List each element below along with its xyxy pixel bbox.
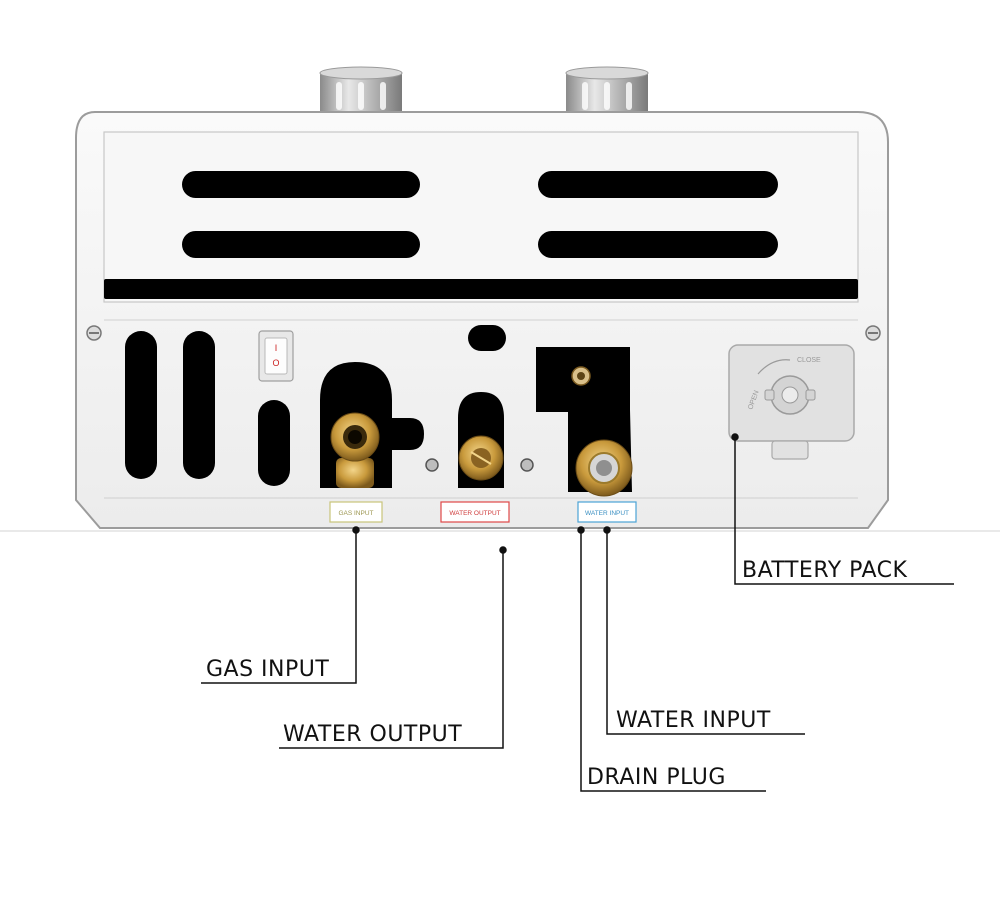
callout-drain-plug: DRAIN PLUG xyxy=(587,765,726,790)
gas-input-tag-text: GAS INPUT xyxy=(338,510,373,517)
water-input-tag-text: WATER INPUT xyxy=(585,510,629,517)
battery-pack-cover[interactable]: CLOSE OPEN xyxy=(728,344,855,460)
battery-close-label: CLOSE xyxy=(797,357,821,364)
mounting-screw-right xyxy=(865,325,881,341)
exhaust-pipe-left xyxy=(319,66,403,118)
water-input-tag: WATER INPUT xyxy=(577,501,637,523)
callout-gas-input: GAS INPUT xyxy=(206,657,329,682)
gas-input-fitting xyxy=(320,362,424,488)
mounting-screw-left xyxy=(86,325,102,341)
gas-input-tag: GAS INPUT xyxy=(329,501,383,523)
switch-off-symbol: O xyxy=(272,358,279,368)
water-input-fitting xyxy=(536,347,633,497)
power-switch[interactable]: I O xyxy=(258,330,294,382)
callout-water-input: WATER INPUT xyxy=(616,708,771,733)
switch-on-symbol: I xyxy=(275,343,278,353)
exhaust-pipe-right xyxy=(565,66,649,118)
water-output-fitting xyxy=(425,392,534,488)
water-output-tag-text: WATER OUTPUT xyxy=(449,510,500,517)
callout-battery-pack: BATTERY PACK xyxy=(742,558,908,583)
leader-lines xyxy=(201,433,954,792)
callout-water-output: WATER OUTPUT xyxy=(283,722,462,747)
vent-slots xyxy=(104,171,858,486)
drain-plug xyxy=(571,366,591,386)
water-output-tag: WATER OUTPUT xyxy=(440,501,510,523)
